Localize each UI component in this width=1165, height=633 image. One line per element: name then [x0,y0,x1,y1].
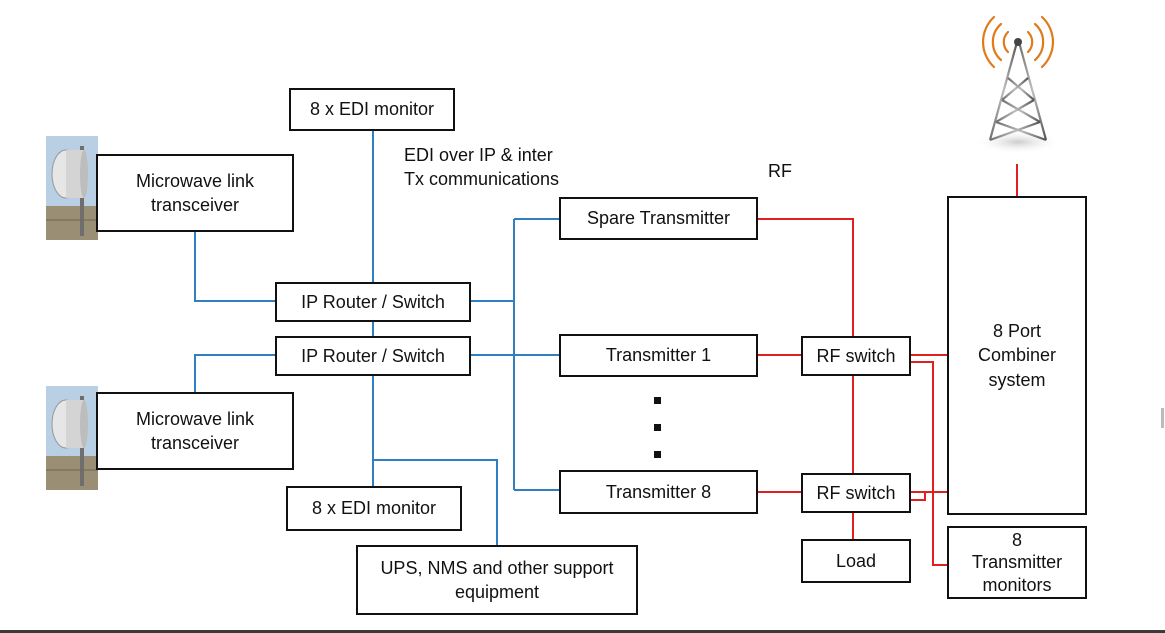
rf-switch-2-box: RF switch [801,473,911,513]
combiner-system-box: 8 Port Combiner system [947,196,1087,515]
transmitter-1-label: Transmitter 1 [605,345,712,366]
edi-monitor-top-box: 8 x EDI monitor [289,88,455,131]
scrollbar-marker [1161,408,1164,428]
ups-nms-support-box: UPS, NMS and other support equipment [356,545,638,615]
microwave-transceiver-bottom-label: Microwave link transceiver [135,408,255,453]
ellipsis-dot [654,424,661,431]
rf-note: RF [768,161,792,181]
rf-switch-1-box: RF switch [801,336,911,376]
transmitter-monitors-box: 8 Transmitter monitors [947,526,1087,599]
spare-transmitter-label: Spare Transmitter [586,208,731,229]
ellipsis-dot [654,451,661,458]
ip-router-switch-1-box: IP Router / Switch [275,282,471,322]
microwave-transceiver-bottom-box: Microwave link transceiver [96,392,294,470]
antenna-tower-icon [974,15,1062,154]
transmitter-1-box: Transmitter 1 [559,334,758,377]
microwave-dish-icon [46,136,98,240]
rf-switch-1-label: RF switch [816,345,896,366]
ip-router-switch-1-label: IP Router / Switch [301,291,445,312]
ip-router-switch-2-label: IP Router / Switch [301,345,445,366]
microwave-transceiver-top-box: Microwave link transceiver [96,154,294,232]
edi-monitor-bottom-label: 8 x EDI monitor [311,498,437,519]
rf-links [757,164,1018,566]
bottom-divider [0,630,1165,633]
load-label: Load [835,550,877,571]
ups-nms-support-label: UPS, NMS and other support equipment [380,557,614,602]
edi-over-ip-note: EDI over IP & inter Tx communications [404,145,560,190]
load-box: Load [801,539,911,583]
combiner-system-label: 8 Port Combiner system [977,321,1057,390]
microwave-dish-icon [46,386,98,490]
spare-transmitter-box: Spare Transmitter [559,197,758,240]
ellipsis-dot [654,397,661,404]
rf-switch-2-label: RF switch [816,482,896,503]
microwave-transceiver-top-label: Microwave link transceiver [135,170,255,215]
transmitter-8-label: Transmitter 8 [605,481,712,502]
edi-monitor-bottom-box: 8 x EDI monitor [286,486,462,531]
ip-links [194,130,560,545]
ip-router-switch-2-box: IP Router / Switch [275,336,471,376]
transmitter-8-box: Transmitter 8 [559,470,758,514]
edi-monitor-top-label: 8 x EDI monitor [309,99,435,120]
transmitter-monitors-label: 8 Transmitter monitors [971,529,1063,595]
